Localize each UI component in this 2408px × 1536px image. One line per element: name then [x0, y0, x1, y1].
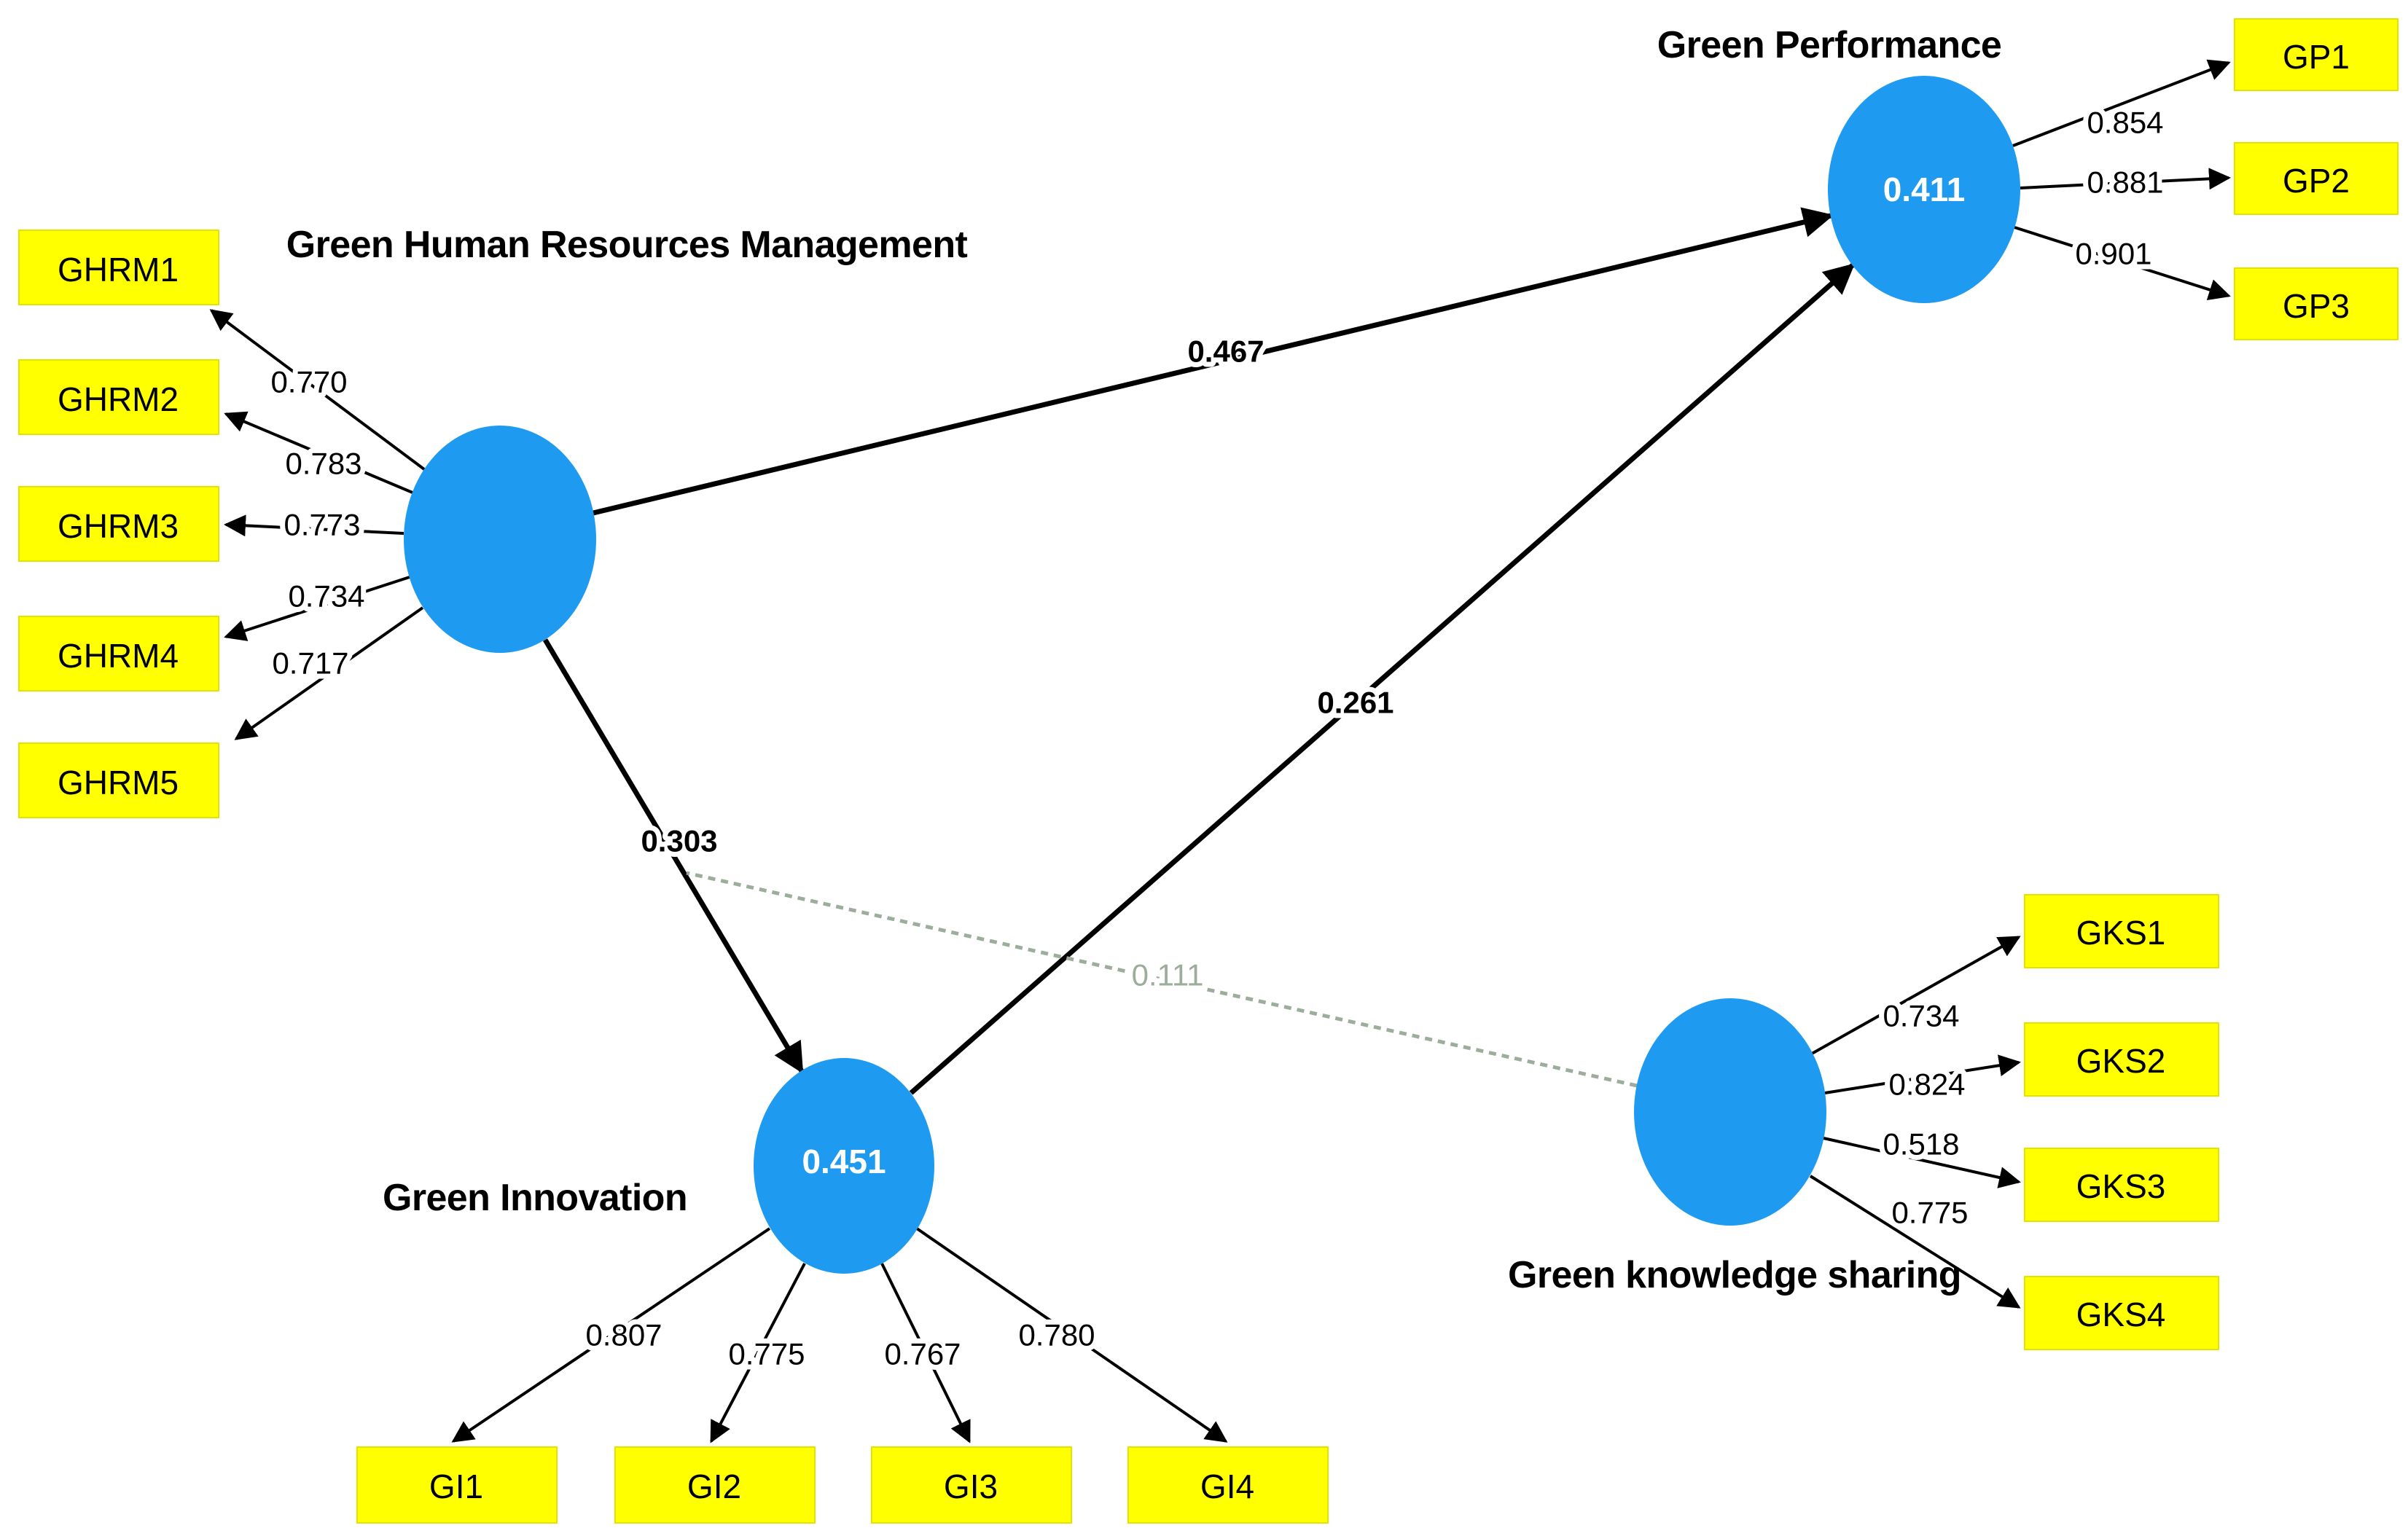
measurement-arrows	[209, 59, 2231, 1443]
arrow-gp-gp1	[2012, 59, 2231, 147]
construct-ghrm[interactable]	[404, 426, 596, 653]
indicator-ghrm1[interactable]	[18, 230, 219, 305]
loading-gks1: 0.734	[1883, 999, 1959, 1033]
indicator-gi1[interactable]	[356, 1446, 558, 1524]
arrow-ghrm-ghrm4	[224, 576, 410, 641]
indicator-gks1[interactable]	[2024, 894, 2219, 968]
arrow-gi-gi4	[915, 1227, 1228, 1443]
indicator-gi3-label: GI3	[944, 1468, 998, 1505]
arrow-gi-gi2	[710, 1263, 806, 1443]
path-gks-moderation-dashed	[686, 871, 1638, 1088]
indicator-ghrm5[interactable]	[18, 742, 219, 818]
indicator-boxes: GHRM1 GHRM2 GHRM3 GHRM4 GHRM5 GP1 GP2 GP…	[18, 18, 2399, 1524]
indicator-gi1-label: GI1	[429, 1468, 483, 1505]
loading-gp3: 0.901	[2075, 237, 2151, 271]
arrow-gp-gp2	[2020, 168, 2231, 190]
arrow-gp-gp3	[2014, 226, 2231, 301]
arrow-gks-gks4	[1809, 1175, 2021, 1309]
indicator-gks3-label: GKS3	[2076, 1167, 2166, 1205]
indicator-ghrm2[interactable]	[18, 359, 219, 435]
indicator-ghrm4[interactable]	[18, 616, 219, 691]
indicator-ghrm1-label: GHRM1	[58, 251, 179, 289]
indicator-gi2[interactable]	[614, 1446, 816, 1524]
indicator-gi2-label: GI2	[687, 1468, 741, 1505]
indicator-ghrm4-label: GHRM4	[58, 637, 179, 675]
indicator-gp2-label: GP2	[2283, 162, 2350, 200]
indicator-ghrm3[interactable]	[18, 486, 219, 562]
loading-ghrm5: 0.717	[272, 646, 348, 681]
indicator-gi3[interactable]	[871, 1446, 1072, 1524]
indicator-gp3[interactable]	[2234, 267, 2399, 340]
construct-ghrm-title: Green Human Resources Management	[286, 224, 968, 266]
construct-gi[interactable]	[754, 1058, 934, 1274]
loading-gi3: 0.767	[884, 1337, 961, 1371]
path-coefficient-labels: 0.467 0.303 0.261 0.111	[636, 329, 1399, 998]
loading-gks3: 0.518	[1883, 1127, 1959, 1161]
construct-gp[interactable]	[1828, 76, 2020, 303]
loading-gks2: 0.824	[1888, 1067, 1965, 1102]
indicator-gp1-label: GP1	[2283, 38, 2350, 76]
arrow-ghrm-ghrm3	[224, 514, 404, 537]
loading-gi2: 0.775	[728, 1337, 805, 1371]
loading-gi1: 0.807	[585, 1318, 662, 1352]
arrow-gi-gi3	[880, 1263, 971, 1443]
construct-gp-title: Green Performance	[1657, 24, 2001, 66]
arrow-gks-gks1	[1811, 936, 2021, 1055]
indicator-gp3-label: GP3	[2283, 287, 2350, 325]
indicator-gi4-label: GI4	[1200, 1468, 1254, 1505]
loading-ghrm3: 0.773	[284, 508, 360, 542]
loading-ghrm4: 0.734	[288, 579, 364, 614]
coef-gi-to-gp: 0.261	[1317, 686, 1393, 720]
coef-ghrm-to-gp: 0.467	[1187, 334, 1264, 369]
construct-nodes: 0.411 0.451 Green Human Resources Manage…	[286, 24, 2020, 1296]
loading-gp1: 0.854	[2087, 106, 2163, 140]
path-ghrm-to-gp	[593, 207, 1834, 516]
indicator-ghrm3-label: GHRM3	[58, 507, 179, 545]
indicator-gks4-label: GKS4	[2076, 1296, 2166, 1333]
arrow-gi-gi1	[451, 1227, 771, 1443]
path-gi-to-gp	[909, 263, 1856, 1095]
construct-gi-title: Green Innovation	[383, 1177, 687, 1219]
loading-ghrm1: 0.770	[270, 365, 347, 399]
indicator-gks2[interactable]	[2024, 1022, 2219, 1097]
arrow-ghrm-ghrm5	[234, 606, 424, 740]
indicator-gks2-label: GKS2	[2076, 1042, 2166, 1080]
loading-ghrm2: 0.783	[285, 447, 361, 481]
arrow-gks-gks3	[1823, 1137, 2021, 1188]
loading-gp2: 0.881	[2087, 165, 2163, 200]
loading-gi4: 0.780	[1018, 1318, 1095, 1352]
loading-gks4: 0.775	[1891, 1196, 1968, 1230]
gi-r-squared-value: 0.451	[802, 1143, 886, 1180]
coef-ghrm-to-gi: 0.303	[641, 824, 717, 858]
indicator-ghrm2-label: GHRM2	[58, 380, 179, 418]
indicator-gi4[interactable]	[1127, 1446, 1329, 1524]
arrow-ghrm-ghrm2	[224, 411, 413, 494]
indicator-gks1-label: GKS1	[2076, 914, 2166, 952]
arrow-ghrm-ghrm1	[209, 309, 426, 471]
indicator-gp2[interactable]	[2234, 142, 2399, 215]
loading-labels: 0.770 0.783 0.773 0.734 0.717 0.854 0.88…	[265, 101, 2168, 1376]
indicator-ghrm5-label: GHRM5	[58, 764, 179, 802]
indicator-gks4[interactable]	[2024, 1276, 2219, 1350]
construct-gks-title: Green knowledge sharing	[1508, 1254, 1961, 1296]
construct-gks[interactable]	[1634, 998, 1826, 1226]
path-ghrm-to-gi	[542, 638, 805, 1074]
gp-r-squared-value: 0.411	[1883, 171, 1966, 208]
indicator-gks3[interactable]	[2024, 1148, 2219, 1222]
coef-gks-moderation: 0.111	[1132, 958, 1204, 992]
arrow-gks-gks2	[1824, 1054, 2021, 1094]
structural-paths	[542, 207, 1856, 1095]
indicator-gp1[interactable]	[2234, 18, 2399, 91]
